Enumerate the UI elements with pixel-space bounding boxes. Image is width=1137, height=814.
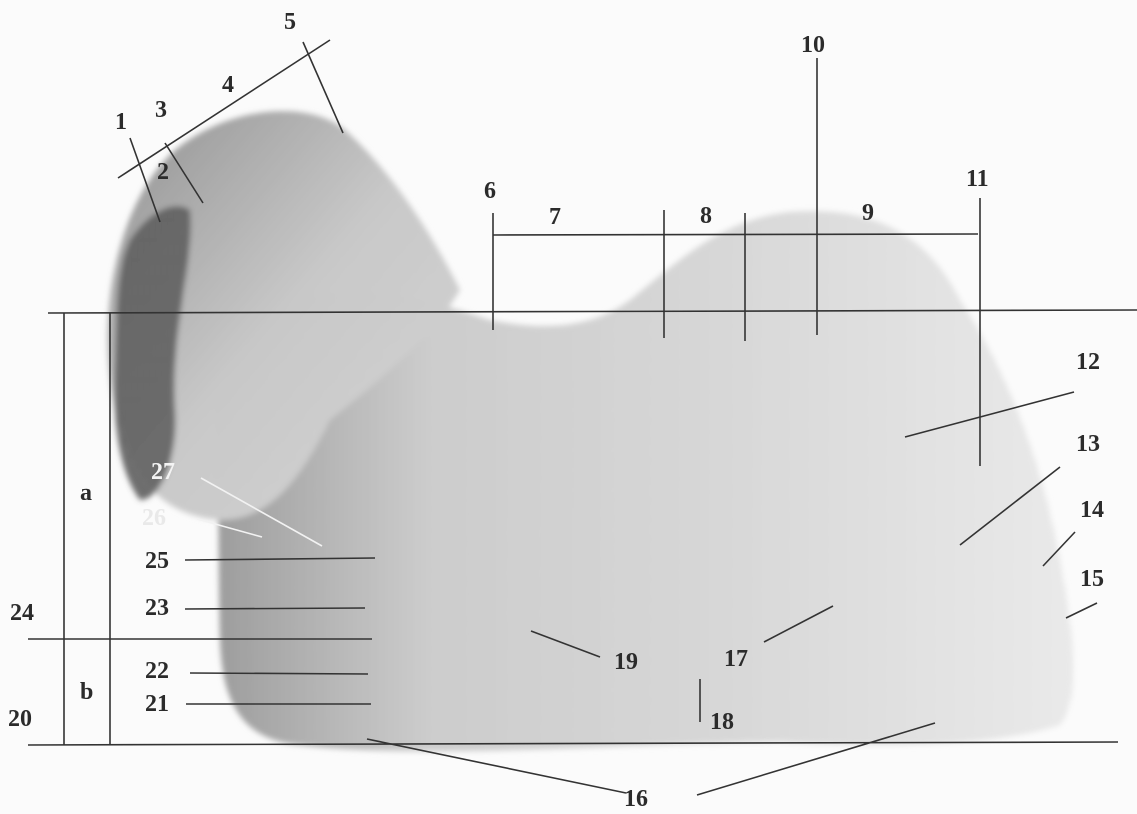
label-18: 18	[710, 710, 734, 734]
label-26: 26	[142, 506, 166, 530]
label-22: 22	[145, 659, 169, 683]
label-20: 20	[8, 707, 32, 731]
label-27: 27	[151, 460, 175, 484]
label-23: 23	[145, 596, 169, 620]
label-9: 9	[862, 201, 874, 225]
label-2: 2	[157, 160, 169, 184]
label-17: 17	[724, 647, 748, 671]
label-19: 19	[614, 650, 638, 674]
label-13: 13	[1076, 432, 1100, 456]
label-12: 12	[1076, 350, 1100, 374]
label-25: 25	[145, 549, 169, 573]
label-10: 10	[801, 33, 825, 57]
label-21: 21	[145, 692, 169, 716]
back-length-line	[493, 234, 978, 235]
label-3: 3	[155, 98, 167, 122]
label-11: 11	[966, 167, 989, 191]
label-1: 1	[115, 110, 127, 134]
label-7: 7	[549, 205, 561, 229]
label-15: 15	[1080, 567, 1104, 591]
label-14: 14	[1080, 498, 1104, 522]
label-4: 4	[222, 73, 234, 97]
label-b: b	[80, 680, 93, 704]
label-5: 5	[284, 10, 296, 34]
label-24: 24	[10, 601, 34, 625]
label-8: 8	[700, 204, 712, 228]
label-a: a	[80, 481, 92, 505]
label-16: 16	[624, 787, 648, 811]
label-6: 6	[484, 179, 496, 203]
